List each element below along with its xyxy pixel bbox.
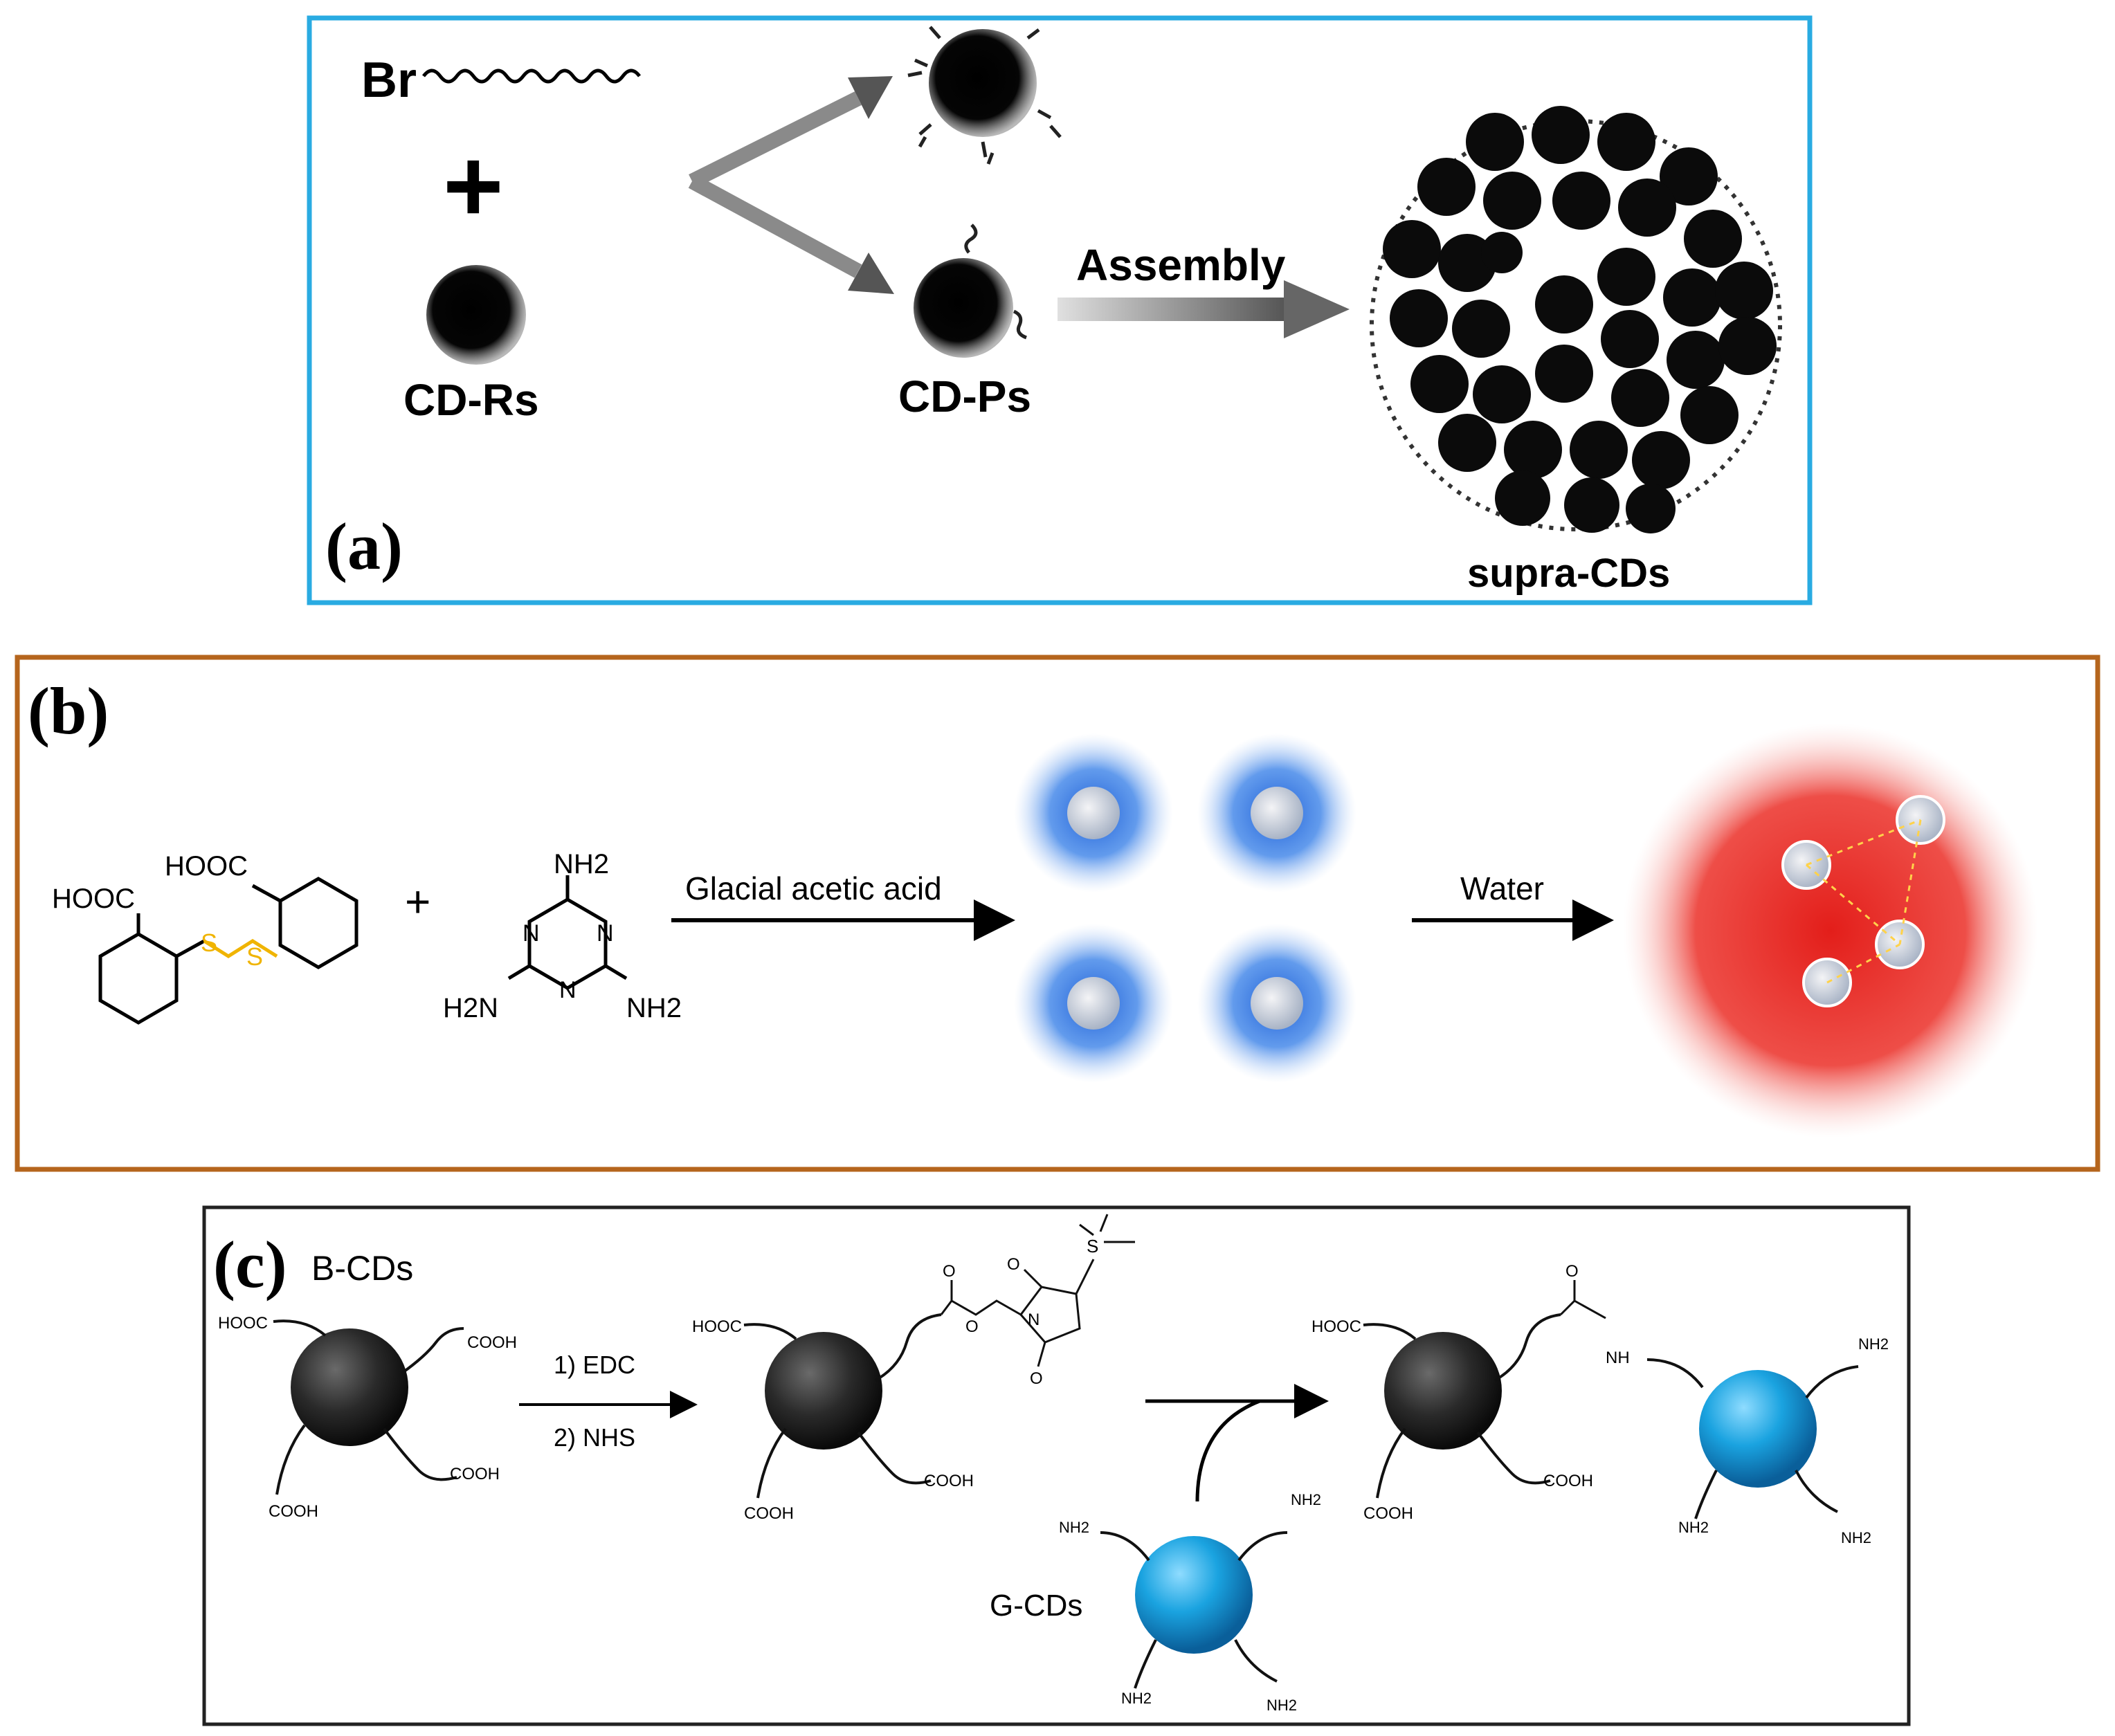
svg-text:O: O [943, 1262, 956, 1281]
panel-c: (c) B-CDs HOOC COOH COOH COOH 1) EDC 2) … [202, 1205, 1911, 1726]
supra-cds-label: supra-CDs [1467, 551, 1670, 596]
nhs-activated-b-cd: HOOC COOH COOH O O N O O S [692, 1214, 1135, 1523]
panel-b-border [15, 655, 2100, 1172]
fork-arrowhead-down [848, 253, 894, 294]
svg-text:COOH: COOH [744, 1504, 794, 1523]
svg-text:S: S [201, 929, 217, 957]
fork-arrow-up [689, 91, 862, 188]
red-aggregate [1623, 723, 2038, 1138]
panel-a: (a) Br + CD-Rs CD-Ps Assembly [307, 15, 1813, 605]
svg-text:NH2: NH2 [1121, 1690, 1152, 1707]
svg-text:O: O [1565, 1262, 1579, 1281]
svg-text:HOOC: HOOC [692, 1317, 742, 1336]
svg-text:COOH: COOH [924, 1472, 974, 1490]
svg-text:HOOC: HOOC [52, 884, 135, 914]
svg-text:COOH: COOH [450, 1465, 500, 1483]
svg-text:H2N: H2N [443, 993, 498, 1023]
b-cd-reactant: HOOC COOH COOH COOH [218, 1314, 517, 1521]
panel-c-border [202, 1205, 1911, 1726]
cd-ps-label: CD-Ps [898, 372, 1031, 421]
svg-text:O: O [965, 1317, 979, 1336]
svg-text:NH2: NH2 [1678, 1519, 1709, 1536]
g-cd-incoming-arrow [1195, 1399, 1260, 1502]
cd-rs-dot [426, 265, 526, 365]
svg-text:NH2: NH2 [1858, 1335, 1889, 1353]
panel-a-label: (a) [325, 509, 403, 583]
g-cds-label: G-CDs [990, 1589, 1082, 1623]
cd-ps-dot [914, 223, 1027, 358]
svg-text:N: N [1028, 1310, 1040, 1329]
svg-text:NH: NH [1606, 1349, 1630, 1367]
panel-b: (b) HOOC HOOC S S + NH2 H2N NH2 N N N Gl… [15, 655, 2100, 1172]
svg-text:O: O [1030, 1369, 1043, 1388]
step1-label: 1) EDC [554, 1351, 635, 1379]
supra-cds-assembly [1370, 106, 1782, 533]
svg-text:COOH: COOH [269, 1502, 318, 1521]
svg-text:N: N [597, 920, 614, 947]
svg-text:S: S [1087, 1236, 1098, 1257]
plus-sign-a: + [443, 127, 504, 244]
svg-text:COOH: COOH [467, 1333, 517, 1352]
b-g-cd-conjugate: HOOC COOH COOH O NH NH2 NH2 NH2 [1311, 1262, 1889, 1546]
panel-b-label: (b) [28, 674, 109, 748]
b-cds-label: B-CDs [311, 1249, 413, 1288]
glacial-acetic-acid-label: Glacial acetic acid [685, 870, 942, 906]
svg-text:S: S [246, 942, 263, 971]
dithiodibenzoic-acid-structure: HOOC HOOC S S [52, 851, 358, 1025]
blue-glowing-cds [1014, 733, 1356, 1083]
fork-arrow-down [688, 174, 862, 278]
svg-text:N: N [523, 920, 540, 947]
melamine-structure: NH2 H2N NH2 N N N [443, 849, 682, 1023]
svg-text:NH2: NH2 [1291, 1491, 1321, 1508]
cd-ps-top-dot [907, 26, 1062, 165]
assembly-arrow-shaft [1058, 298, 1286, 321]
cd-rs-label: CD-Rs [403, 375, 539, 425]
svg-text:HOOC: HOOC [165, 851, 248, 881]
svg-text:HOOC: HOOC [1311, 1317, 1361, 1336]
svg-text:NH2: NH2 [1267, 1697, 1297, 1714]
svg-text:NH2: NH2 [554, 849, 609, 879]
svg-text:NH2: NH2 [1059, 1519, 1089, 1536]
plus-sign-b: + [405, 877, 430, 926]
step2-label: 2) NHS [554, 1423, 635, 1452]
svg-text:O: O [1007, 1255, 1020, 1274]
svg-text:N: N [559, 977, 577, 1003]
svg-text:NH2: NH2 [626, 993, 682, 1023]
assembly-label: Assembly [1076, 240, 1286, 290]
assembly-arrowhead [1284, 280, 1350, 338]
svg-text:NH2: NH2 [1841, 1529, 1871, 1546]
g-cd-reagent: NH2 NH2 NH2 NH2 [1059, 1491, 1321, 1714]
bromide-label: Br [361, 53, 417, 108]
water-label: Water [1460, 870, 1544, 906]
svg-text:HOOC: HOOC [218, 1314, 268, 1333]
svg-text:COOH: COOH [1543, 1472, 1593, 1490]
fork-arrowhead-up [848, 76, 893, 119]
panel-a-border [307, 15, 1813, 605]
panel-c-label: (c) [213, 1227, 287, 1301]
alkyl-chain [422, 68, 641, 84]
svg-text:COOH: COOH [1363, 1504, 1413, 1523]
